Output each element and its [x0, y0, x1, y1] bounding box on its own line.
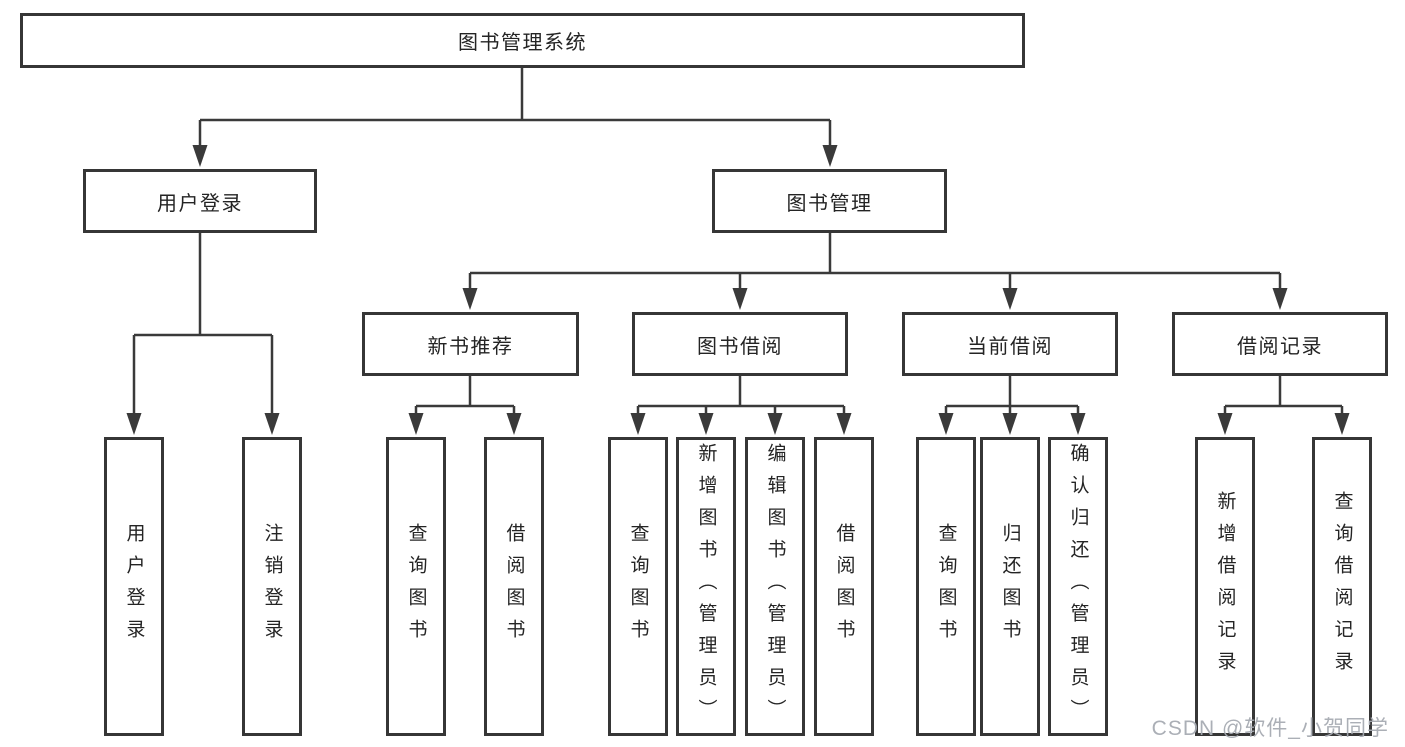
- leaf-current-query-books: 查询图书: [916, 437, 976, 736]
- leaf-newbook-query-books: 查询图书: [386, 437, 446, 736]
- node-new-book-recommend: 新书推荐: [362, 312, 579, 376]
- leaf-current-confirm-return-admin: 确认归还（管理员）: [1048, 437, 1108, 736]
- leaf-newbook-query-books-label: 查询图书: [405, 522, 427, 651]
- node-book-management-label: 图书管理: [786, 192, 873, 215]
- watermark: CSDN @软件_小贺同学: [1151, 717, 1389, 740]
- leaf-user-login-label: 用户登录: [123, 522, 145, 651]
- node-user-login-label: 用户登录: [157, 192, 243, 215]
- leaf-borrowing-query-books: 查询图书: [608, 437, 668, 736]
- arrowheads: [126, 145, 1350, 435]
- node-book-borrowing: 图书借阅: [632, 312, 848, 376]
- leaf-newbook-borrow-books: 借阅图书: [484, 437, 544, 736]
- leaf-records-add-record: 新增借阅记录: [1195, 437, 1255, 736]
- leaf-current-confirm-return-admin-label: 确认归还（管理员）: [1067, 442, 1089, 731]
- node-borrowing-records: 借阅记录: [1172, 312, 1388, 376]
- leaf-borrowing-add-books-admin-label: 新增图书（管理员）: [695, 442, 717, 731]
- node-current-borrowing-label: 当前借阅: [967, 335, 1053, 358]
- node-new-book-recommend-label: 新书推荐: [427, 335, 514, 358]
- leaf-current-return-books: 归还图书: [980, 437, 1040, 736]
- leaf-borrowing-borrow-books: 借阅图书: [814, 437, 874, 736]
- node-book-borrowing-label: 图书借阅: [697, 335, 783, 358]
- leaf-borrowing-edit-books-admin: 编辑图书（管理员）: [745, 437, 805, 736]
- node-library-system: 图书管理系统: [20, 13, 1025, 68]
- node-book-management: 图书管理: [712, 169, 947, 233]
- node-user-login: 用户登录: [83, 169, 317, 233]
- leaf-current-query-books-label: 查询图书: [935, 522, 957, 651]
- leaf-current-return-books-label: 归还图书: [999, 522, 1021, 651]
- leaf-records-add-record-label: 新增借阅记录: [1214, 490, 1236, 683]
- leaf-newbook-borrow-books-label: 借阅图书: [503, 522, 525, 651]
- leaf-borrowing-add-books-admin: 新增图书（管理员）: [676, 437, 736, 736]
- leaf-borrowing-borrow-books-label: 借阅图书: [833, 522, 855, 651]
- leaf-records-query-record: 查询借阅记录: [1312, 437, 1372, 736]
- leaf-logout-login: 注销登录: [242, 437, 302, 736]
- node-library-system-label: 图书管理系统: [458, 32, 587, 54]
- leaf-borrowing-edit-books-admin-label: 编辑图书（管理员）: [764, 442, 786, 731]
- leaf-logout-login-label: 注销登录: [261, 522, 283, 651]
- leaf-user-login: 用户登录: [104, 437, 164, 736]
- leaf-borrowing-query-books-label: 查询图书: [627, 522, 649, 651]
- node-current-borrowing: 当前借阅: [902, 312, 1118, 376]
- leaf-records-query-record-label: 查询借阅记录: [1331, 490, 1353, 683]
- node-borrowing-records-label: 借阅记录: [1237, 335, 1323, 358]
